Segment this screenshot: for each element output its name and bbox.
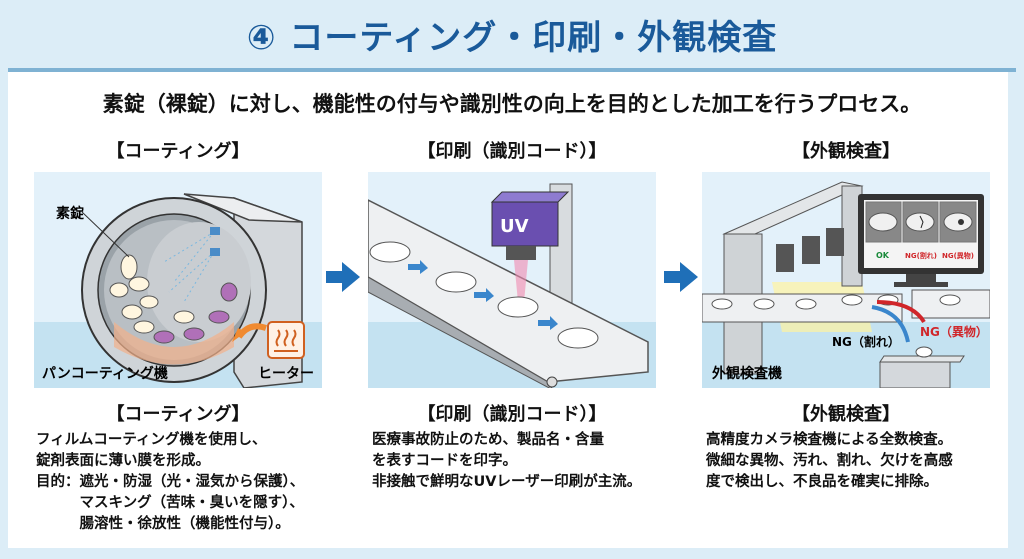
machine-label: パンコーティング機 bbox=[42, 365, 168, 382]
tablet-label: 素錠 bbox=[56, 205, 85, 222]
heater-label: ヒーター bbox=[258, 366, 314, 382]
printing-description: 医療事故防止のため、製品名・含量を表すコードを印字。非接触で鮮明なUVレーザー印… bbox=[372, 430, 641, 493]
coating-description: フィルムコーティング機を使用し、錠剤表面に薄い膜を形成。目的：遮光・防湿（光・湿… bbox=[36, 430, 304, 535]
flow-arrow-icon bbox=[326, 262, 360, 292]
text-line: 腸溶性・徐放性（機能性付与）。 bbox=[36, 516, 290, 532]
text-line: 錠剤表面に薄い膜を形成。 bbox=[36, 453, 210, 469]
text-line: 度で検出し、不良品を確実に排除。 bbox=[706, 474, 938, 490]
inspection-illustration: OK NG(割れ) NG(異物) NG（割れ） NG（異物） 外観検査機 bbox=[702, 172, 990, 388]
heat-waves-icon bbox=[267, 321, 305, 359]
text-line: 微細な異物、汚れ、割れ、欠けを高感 bbox=[706, 453, 953, 469]
text-line: 高精度カメラ検査機による全数検査。 bbox=[706, 432, 953, 448]
inspection-section-heading: 【外観検査】 bbox=[792, 404, 900, 425]
monitor-ng-crack: NG(割れ) bbox=[905, 251, 937, 260]
text-line: マスキング（苦味・臭いを隠す）、 bbox=[36, 495, 304, 511]
printing-title: 【印刷（識別コード）】 bbox=[417, 141, 607, 162]
text-line: 医療事故防止のため、製品名・含量 bbox=[372, 432, 604, 448]
inspection-title: 【外観検査】 bbox=[792, 141, 900, 162]
subtitle: 素錠（裸錠）に対し、機能性の付与や識別性の向上を目的とした加工を行うプロセス。 bbox=[102, 92, 922, 116]
flow-arrow-icon bbox=[664, 262, 698, 292]
reject-foreign-label: NG（異物） bbox=[920, 324, 988, 339]
coating-illustration: 素錠 ヒーター パンコーティング機 bbox=[34, 172, 322, 388]
reject-crack-label: NG（割れ） bbox=[832, 334, 900, 349]
monitor-ng-foreign: NG(異物) bbox=[942, 251, 974, 260]
text-line: 目的：遮光・防湿（光・湿気から保護）、 bbox=[36, 474, 305, 490]
uv-label: UV bbox=[500, 216, 529, 237]
header: ④ コーティング・印刷・外観検査 bbox=[0, 0, 1024, 68]
coating-title: 【コーティング】 bbox=[106, 141, 250, 162]
printing-illustration: UV bbox=[368, 172, 656, 388]
machine-label: 外観検査機 bbox=[712, 365, 782, 382]
monitor-ok: OK bbox=[876, 251, 890, 260]
text-line: 非接触で鮮明なUVレーザー印刷が主流。 bbox=[372, 474, 642, 490]
text-line: を表すコードを印字。 bbox=[372, 453, 517, 469]
text-line: フィルムコーティング機を使用し、 bbox=[36, 432, 267, 448]
page-title: ④ コーティング・印刷・外観検査 bbox=[246, 17, 778, 58]
header-divider bbox=[8, 68, 1016, 72]
printing-section-heading: 【印刷（識別コード）】 bbox=[417, 404, 607, 425]
inspection-description: 高精度カメラ検査機による全数検査。微細な異物、汚れ、割れ、欠けを高感度で検出し、… bbox=[706, 430, 953, 493]
coating-section-heading: 【コーティング】 bbox=[106, 404, 250, 425]
